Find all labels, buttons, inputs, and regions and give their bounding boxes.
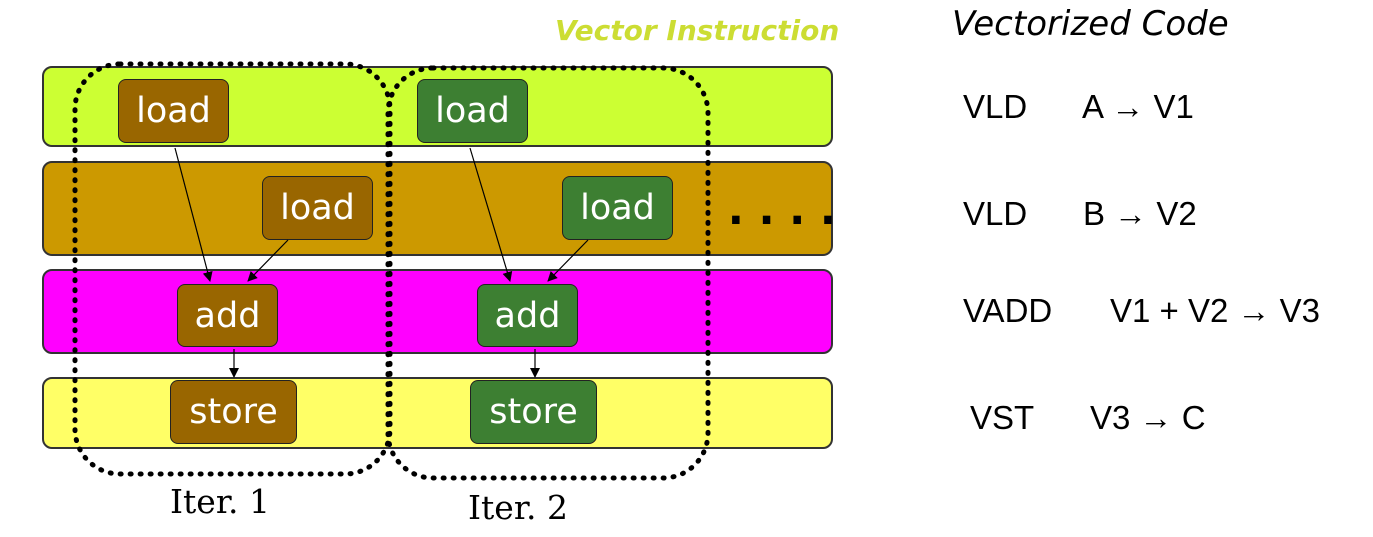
iter1-arrow-loada-add	[174, 147, 213, 282]
lane-load-b	[42, 161, 833, 256]
iter1-load-b: load	[262, 176, 373, 240]
iter1-arrow-loadb-add	[247, 239, 289, 282]
iter2-arrow-loadb-add	[547, 239, 589, 282]
code-op-2: VLD	[963, 195, 1028, 232]
iter1-load-a: load	[118, 79, 229, 143]
iter1-add: add	[177, 284, 278, 347]
code-op-1: VLD	[963, 88, 1028, 125]
iter2-arrow-loada-add	[469, 147, 513, 282]
iter2-label: Iter. 2	[468, 488, 568, 527]
iter2-add: add	[477, 284, 578, 347]
iter2-store: store	[470, 380, 597, 444]
vectorized-code-title: Vectorized Code	[952, 4, 1229, 44]
iter2-outline	[385, 65, 711, 481]
ellipsis: ....	[722, 181, 845, 235]
code-op-3: VADD	[963, 292, 1053, 329]
code-args-2: B → V2	[1083, 195, 1197, 232]
iter1-store: store	[170, 380, 297, 444]
vector-instruction-label: Vector Instruction	[555, 14, 840, 47]
iter2-load-a: load	[417, 79, 528, 143]
iter2-load-b: load	[562, 176, 673, 240]
code-args-3: V1 + V2 → V3	[1110, 292, 1321, 329]
code-args-1: A → V1	[1082, 88, 1194, 125]
lane-add	[42, 269, 833, 354]
iter1-outline	[72, 61, 393, 477]
code-args-4: V3 → C	[1090, 399, 1206, 436]
code-op-4: VST	[970, 399, 1035, 436]
iter1-label: Iter. 1	[170, 482, 270, 521]
